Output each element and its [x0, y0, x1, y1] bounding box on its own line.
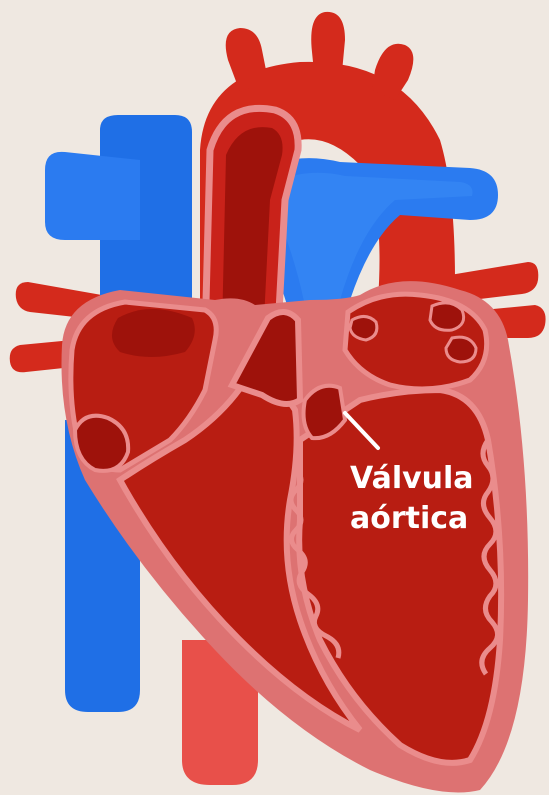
vena-cava-branch [45, 152, 140, 240]
pulmonary-vein-opening-3 [350, 316, 377, 340]
aorta-branch-1 [226, 28, 268, 92]
aortic-valve-label-line1: Válvula [350, 461, 474, 496]
tricuspid-area [75, 416, 128, 471]
pulmonary-vein-opening-2 [446, 337, 476, 362]
pulmonary-vein-opening-1 [430, 303, 464, 330]
aorta-branch-3 [372, 44, 413, 100]
aortic-valve-label-line2: aórtica [350, 501, 468, 536]
right-atrium-upper-chamber [112, 309, 195, 357]
aorta-branch-2 [311, 12, 345, 72]
